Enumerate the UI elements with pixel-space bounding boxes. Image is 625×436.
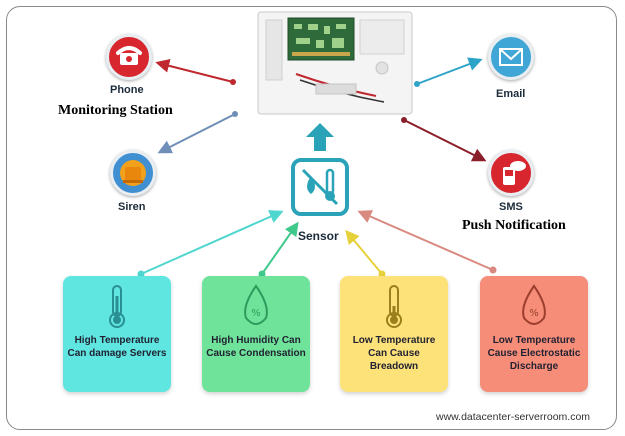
link-electrostatic bbox=[357, 210, 497, 274]
phone-label: Phone bbox=[110, 84, 144, 96]
link-siren bbox=[157, 111, 238, 154]
link-phone bbox=[155, 58, 236, 85]
svg-text:%: % bbox=[251, 308, 261, 319]
humidity-drop-icon: % bbox=[522, 284, 546, 325]
phone-icon bbox=[106, 34, 152, 80]
link-sms bbox=[401, 117, 487, 162]
sensor-label: Sensor bbox=[298, 229, 339, 243]
thermometer-icon bbox=[109, 285, 125, 328]
siren-icon bbox=[110, 150, 156, 196]
link-high-temp bbox=[137, 210, 284, 278]
sms-label: SMS bbox=[499, 201, 523, 213]
alarm-panel-image bbox=[257, 11, 413, 115]
card-text: High Temperature Can damage Servers bbox=[67, 335, 167, 359]
link-high-humidity bbox=[258, 221, 299, 278]
push-notification-caption: Push Notification bbox=[462, 218, 566, 233]
card-text: Low Temperature Cause Electrostatic Disc… bbox=[487, 335, 581, 372]
card-high-humidity: % High Humidity Can Cause Condensation bbox=[202, 276, 310, 392]
svg-text:%: % bbox=[529, 308, 539, 319]
card-text: Low Temperature Can Cause Breadown bbox=[352, 335, 436, 372]
link-email bbox=[414, 57, 483, 87]
siren-label: Siren bbox=[118, 201, 146, 213]
monitoring-station-caption: Monitoring Station bbox=[58, 103, 173, 118]
card-low-temperature: Low Temperature Can Cause Breadown bbox=[340, 276, 448, 392]
card-high-temperature: High Temperature Can damage Servers bbox=[63, 276, 171, 392]
sms-icon bbox=[488, 150, 534, 196]
email-icon bbox=[488, 34, 534, 80]
sensor-icon bbox=[291, 158, 349, 216]
source-url: www.datacenter-serverroom.com bbox=[436, 411, 591, 423]
humidity-drop-icon: % bbox=[244, 284, 268, 325]
card-text: High Humidity Can Cause Condensation bbox=[206, 335, 306, 359]
arrow-up-icon bbox=[306, 123, 334, 151]
thermometer-icon bbox=[386, 285, 402, 328]
card-electrostatic-discharge: % Low Temperature Cause Electrostatic Di… bbox=[480, 276, 588, 392]
link-low-temp bbox=[345, 229, 386, 278]
email-label: Email bbox=[496, 88, 526, 100]
